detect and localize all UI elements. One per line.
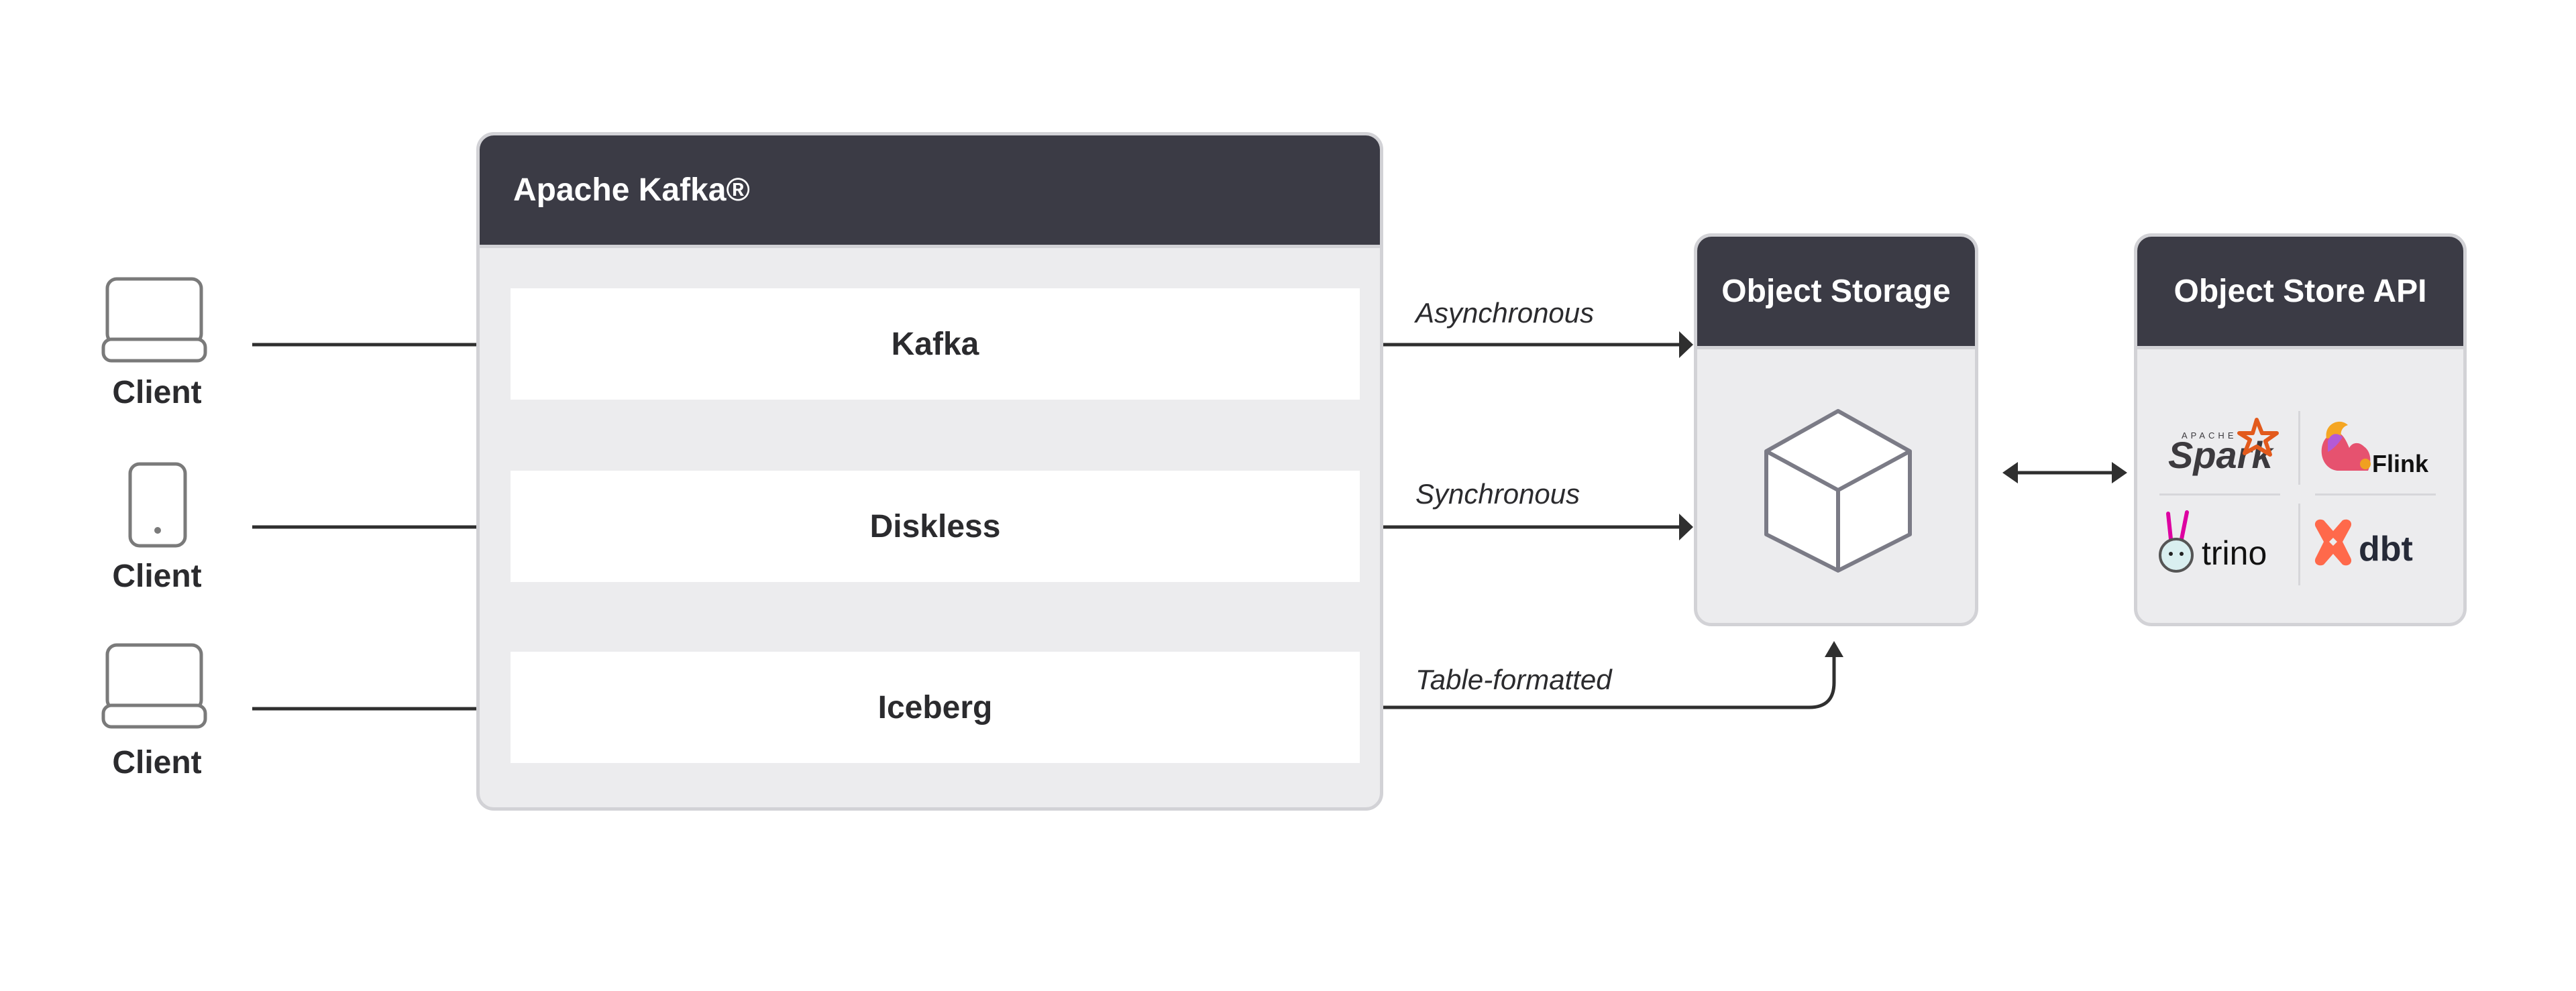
client-1 — [101, 276, 213, 363]
table-formatted-arrow — [1359, 641, 1843, 709]
object-store-api-panel: Object Store API APACHE Spark Flink tr — [2134, 233, 2467, 626]
spark-name-text: Spark — [2168, 434, 2274, 476]
object-storage-header: Object Storage — [1697, 237, 1975, 349]
object-storage-panel: Object Storage — [1694, 233, 1978, 626]
kafka-row: Kafka — [511, 288, 1360, 400]
spark-logo: APACHE Spark — [2151, 408, 2295, 488]
client-arrow-1 — [252, 333, 511, 357]
iceberg-row: Iceberg — [511, 652, 1360, 763]
kafka-cluster-header: Apache Kafka® — [480, 135, 1380, 248]
edge-label-table-formatted: Table-formatted — [1415, 664, 1612, 695]
trino-bunny-icon: trino — [2158, 510, 2267, 573]
trino-name-text: trino — [2202, 534, 2267, 572]
client-arrow-2 — [252, 515, 511, 539]
dbt-logo: dbt — [2305, 502, 2449, 589]
edge-label-asynchronous: Asynchronous — [1415, 297, 1595, 329]
laptop-icon — [101, 277, 207, 363]
client-label-2: Client — [112, 559, 202, 594]
flink-logo: Flink — [2305, 408, 2449, 488]
logo-divider-vertical-top — [2298, 411, 2300, 485]
logo-divider-horizontal-left — [2159, 493, 2280, 496]
flink-squirrel-icon: Flink — [2321, 421, 2429, 477]
tablet-icon — [128, 462, 187, 548]
spark-apache-text: APACHE — [2182, 430, 2237, 441]
bidirectional-arrow — [2002, 462, 2127, 483]
cube-icon — [1764, 409, 1912, 573]
dbt-icon: dbt — [2314, 519, 2413, 569]
client-arrow-3 — [252, 697, 511, 721]
dbt-name-text: dbt — [2359, 530, 2413, 569]
edge-label-synchronous: Synchronous — [1415, 478, 1580, 510]
diskless-row: Diskless — [511, 471, 1360, 582]
client-label-1: Client — [112, 375, 202, 410]
object-store-api-title: Object Store API — [2174, 274, 2427, 309]
client-3 — [101, 642, 213, 730]
spark-star-icon: APACHE Spark — [2168, 418, 2279, 476]
sync-arrow — [1359, 514, 1693, 540]
object-storage-title: Object Storage — [1721, 274, 1951, 309]
logo-divider-horizontal-right — [2315, 493, 2436, 496]
object-store-api-header: Object Store API — [2137, 237, 2463, 349]
async-arrow — [1359, 331, 1693, 358]
kafka-cluster-title: Apache Kafka® — [513, 172, 750, 208]
flink-name-text: Flink — [2372, 450, 2429, 477]
client-label-3: Client — [112, 745, 202, 780]
trino-logo: trino — [2151, 502, 2295, 589]
client-2 — [127, 461, 188, 548]
logo-divider-vertical-bottom — [2298, 504, 2300, 585]
laptop-icon — [101, 643, 207, 729]
